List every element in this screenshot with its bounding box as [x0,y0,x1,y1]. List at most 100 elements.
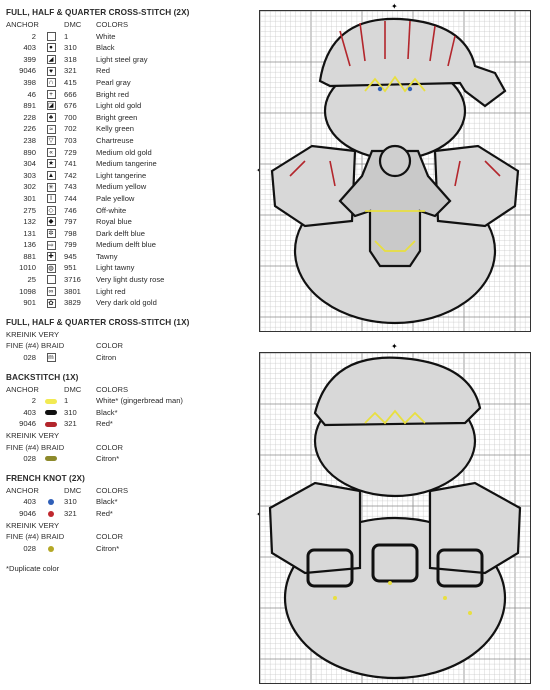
hat-stripe [407,20,411,60]
anchor-number: 304 [23,159,36,169]
symbol-cell: « [40,147,62,157]
symbol-cell: ✲ [40,228,62,238]
stitch-symbol: ◍ [46,263,56,273]
stitch-symbol: ♣ [46,113,56,123]
right-arm [433,144,520,228]
symbol-cell: ◪ [40,101,62,111]
stitch-symbol: ≈ [46,124,56,134]
color-name: Medium yellow [96,182,147,192]
right-arm-back [428,481,522,575]
dmc-number: 310 [64,497,77,507]
dmc-number: 700 [64,112,77,122]
stitch-grid-back [260,353,530,683]
anchor-number: 399 [23,54,36,64]
symbol-cell: ✚ [40,252,62,262]
header-braid: FINE (#4) BRAID [6,442,65,452]
anchor-number: 303 [23,170,36,180]
color-name: Medium delft blue [96,240,156,250]
color-name: Black* [96,497,118,507]
symbol-cell: ∩ [40,78,62,88]
anchor-number: 881 [23,251,36,261]
section-title-backstitch: BACKSTITCH (1X) [6,372,79,382]
header-color: COLOR [96,341,124,351]
color-name: Dark delft blue [96,228,145,238]
color-name: Pale yellow [96,193,135,203]
hat-stripe [359,22,366,62]
gingerbread-man [338,149,452,268]
section-title-french-knot: FRENCH KNOT (2X) [6,473,85,483]
french-knot [468,611,472,615]
dmc-number: 321 [64,66,77,76]
color-name: Kelly green [96,124,134,134]
dmc-number: 799 [64,240,77,250]
braid-color: Citron [96,353,117,363]
color-name: Medium old gold [96,147,152,157]
santa-hat [318,17,507,108]
header-braid: FINE (#4) BRAID [6,341,65,351]
braid-color: Citron* [96,454,120,464]
stitch-symbol: « [46,147,56,157]
anchor-number: 2 [31,396,36,406]
anchor-number: 9046 [19,508,36,518]
anchor-number: 238 [23,135,36,145]
symbol-cell: ♣ [40,113,62,123]
anchor-number: 2 [31,31,36,41]
stitch-symbol: m [46,353,56,363]
backstitch-swatch [45,410,57,416]
dmc-number: 798 [64,228,77,238]
header-colors: COLORS [96,485,129,495]
dmc-number: 945 [64,251,77,261]
dmc-number: 703 [64,135,77,145]
color-name: Chartreuse [96,135,134,145]
kreinik-header-row: FINE (#4) BRAID COLOR [6,531,246,543]
dmc-number: 743 [64,182,77,192]
dmc-number: 3716 [64,275,81,285]
kreinik-header-row: FINE (#4) BRAID COLOR [6,340,246,352]
dmc-number: 3801 [64,286,81,296]
symbol-cell [40,398,62,404]
dmc-number: 415 [64,77,77,87]
symbol-cell: ✳ [40,182,62,192]
anchor-number: 1010 [19,263,36,273]
symbol-cell: ◇ [40,205,62,215]
section-title-full-1x: FULL, HALF & QUARTER CROSS-STITCH (1X) [6,317,190,327]
french-knot-swatch [48,499,54,506]
color-name: Medium tangerine [96,159,157,169]
symbol-cell: ◍ [40,263,62,273]
color-key: FULL, HALF & QUARTER CROSS-STITCH (2X) A… [6,8,246,575]
color-name: Black [96,43,115,53]
center-arrow-icon: ✦ [391,342,398,351]
crown-outline [364,75,426,93]
symbol-cell: ● [40,43,62,53]
french-knot-swatch [48,510,54,517]
chart-back [259,352,531,684]
stitch-grid-front [260,11,530,331]
dmc-number: 321 [64,419,77,429]
backstitch-header-row: ANCHOR DMC COLORS [6,384,246,396]
dmc-number: 321 [64,508,77,518]
color-name: Light steel gray [96,54,148,64]
backstitch-swatch [45,398,57,404]
anchor-number: 403 [23,43,36,53]
stitch-symbol [46,31,56,41]
symbol-cell: ≈ [40,124,62,134]
color-name: Light tawny [96,263,135,273]
kreinik-label: KREINIK VERY [6,329,60,339]
braid-code: 028 [23,353,36,363]
